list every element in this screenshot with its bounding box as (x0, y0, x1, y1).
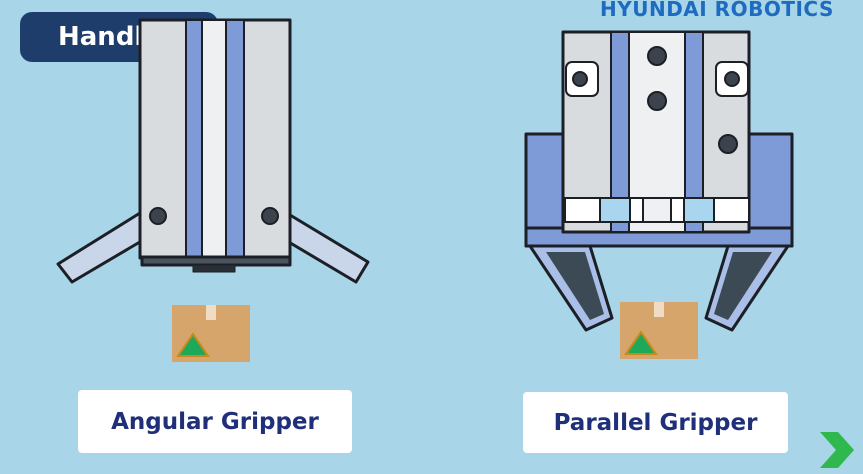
angular-left-finger (56, 211, 152, 284)
play-arrow-icon (820, 432, 854, 468)
angular-gripper (56, 18, 370, 284)
box-icon (620, 302, 698, 359)
angular-right-finger (280, 213, 370, 284)
parallel-gripper (524, 30, 794, 332)
parallel-gripper-label-box: Parallel Gripper (523, 392, 788, 453)
brand-logo-text: HYUNDAI ROBOTICS (600, 0, 834, 21)
parallel-gripper-label: Parallel Gripper (553, 409, 758, 436)
box-icon (172, 305, 250, 362)
angular-gripper-label-box: Angular Gripper (78, 390, 352, 453)
angular-base-plate (140, 255, 292, 267)
angular-gripper-label: Angular Gripper (111, 408, 319, 435)
